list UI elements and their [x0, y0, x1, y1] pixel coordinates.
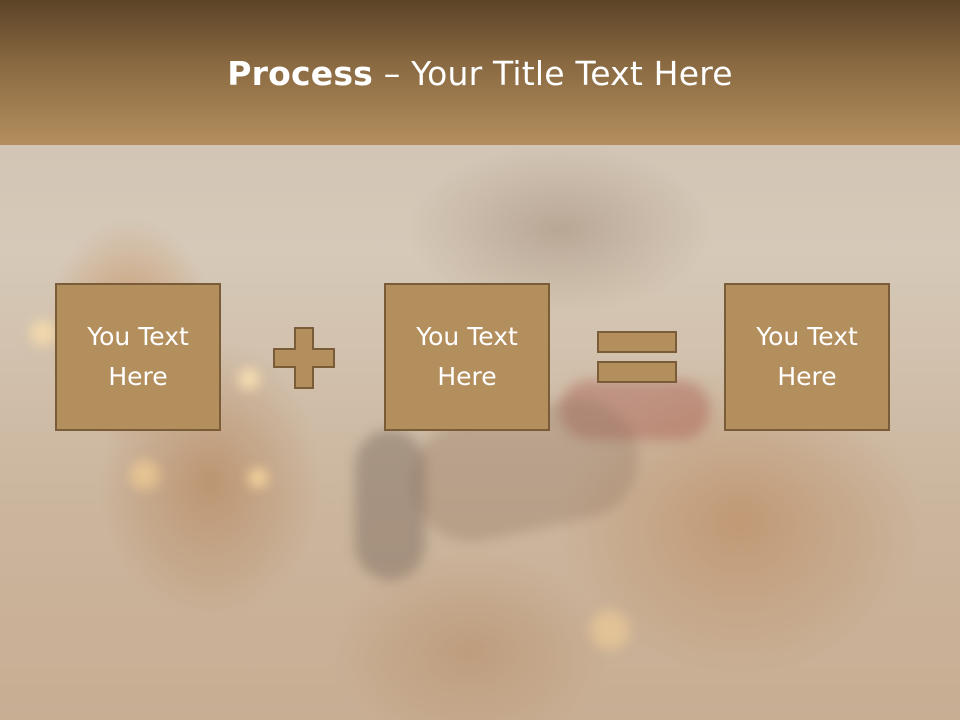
process-box-1[interactable]: You Text Here	[55, 283, 221, 431]
process-box-3-label: You Text Here	[756, 322, 858, 391]
process-box-2[interactable]: You Text Here	[384, 283, 550, 431]
process-box-1-label: You Text Here	[87, 322, 189, 391]
process-box-2-label: You Text Here	[416, 322, 518, 391]
plus-icon	[273, 327, 335, 389]
equals-icon	[597, 331, 677, 383]
slide-title-bold: Process	[227, 54, 374, 93]
process-box-3[interactable]: You Text Here	[724, 283, 890, 431]
title-bar	[0, 0, 960, 145]
slide-title[interactable]: Process – Your Title Text Here	[0, 52, 960, 96]
slide-title-rest: – Your Title Text Here	[373, 54, 733, 93]
